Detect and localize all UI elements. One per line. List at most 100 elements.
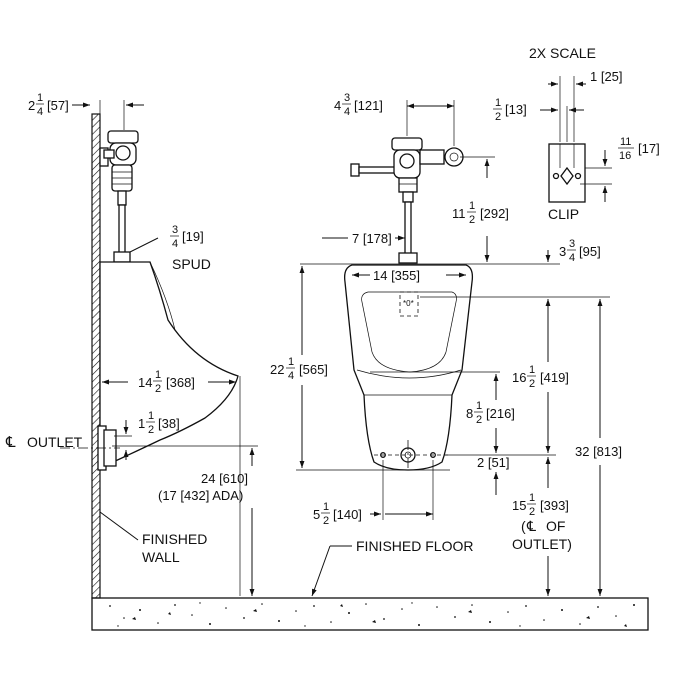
cl-of-outlet: OUTLET): [512, 536, 572, 552]
front-flush-valve: [350, 137, 464, 264]
dim-num: 1: [529, 492, 535, 504]
dim-metric: [140]: [333, 507, 362, 522]
dim-num: 1: [288, 356, 294, 368]
dim-metric: [368]: [166, 375, 195, 390]
dim-den: 2: [476, 414, 482, 426]
dim-den: 4: [569, 252, 575, 264]
dim-metric: [13]: [505, 102, 527, 117]
dim-24: 24 [610]: [201, 471, 248, 486]
dim-num: 1: [155, 369, 161, 381]
dim-whole: 15: [512, 498, 526, 513]
dim-14-1-2: 14 1 2 [368]: [138, 369, 195, 395]
dim-2: 2 [51]: [477, 455, 510, 470]
dim-whole: 1: [138, 416, 145, 431]
dim-metric: [95]: [579, 244, 601, 259]
dim-num: 3: [344, 92, 350, 104]
dim-den: 2: [529, 506, 535, 518]
dim-4-3-4: 4 3 4 [121]: [334, 92, 383, 118]
dim-1-1-2: 1 1 2 [38]: [138, 410, 180, 436]
spud-label: SPUD: [172, 256, 211, 272]
dim-den: 2: [529, 378, 535, 390]
dim-metric: [292]: [480, 206, 509, 221]
dim-den: 4: [172, 238, 178, 250]
dim-11-16: 11 16 [17]: [618, 136, 660, 162]
dim-3-3-4: 3 3 4 [95]: [559, 238, 601, 264]
dim-num: 1: [495, 97, 501, 109]
dim-den: 4: [37, 106, 43, 118]
clip-detail: [548, 143, 586, 203]
dim-14: 14 [355]: [373, 268, 420, 283]
clip-label: CLIP: [548, 206, 579, 222]
dimension-values: 2 1 4 [57] 4 3 4 [121] 1 [25] 1 2 [13] 1…: [28, 69, 660, 527]
dim-metric: [216]: [486, 406, 515, 421]
dim-den: 4: [344, 106, 350, 118]
cl-of-paren: (: [521, 518, 526, 534]
scale-label: 2X SCALE: [529, 45, 596, 61]
cl-of-outlet-note: ( ℄ OF OUTLET): [512, 518, 572, 552]
dim-whole: 16: [512, 370, 526, 385]
finished-wall-label-2: WALL: [142, 549, 180, 565]
dim-5-1-2: 5 1 2 [140]: [313, 501, 362, 527]
dim-num: 1: [476, 400, 482, 412]
dim-num: 1: [37, 92, 43, 104]
dim-whole: 4: [334, 98, 341, 113]
cl-of-word: OF: [546, 518, 565, 534]
dim-metric: [19]: [182, 229, 204, 244]
dim-whole: 8: [466, 406, 473, 421]
dim-den: 2: [148, 424, 154, 436]
dim-8-1-2: 8 1 2 [216]: [466, 400, 515, 426]
dim-num: 11: [620, 136, 631, 148]
dim-den: 4: [288, 370, 294, 382]
dim-metric: [419]: [540, 370, 569, 385]
dim-den: 2: [495, 111, 501, 123]
dim-metric: [57]: [47, 98, 69, 113]
cl-symbol: ℄: [5, 434, 16, 451]
dim-den: 2: [469, 214, 475, 226]
dim-num: 1: [148, 410, 154, 422]
labels: 2X SCALE CLIP SPUD ℄ OUTLET FINISHED WAL…: [5, 45, 596, 565]
dim-1: 1 [25]: [590, 69, 623, 84]
dim-metric: [121]: [354, 98, 383, 113]
dim-num: 1: [323, 501, 329, 513]
svg-text:*0*: *0*: [403, 299, 414, 308]
finished-wall-label-1: FINISHED: [142, 531, 207, 547]
front-urinal-body: *0*: [344, 264, 474, 471]
dim-num: 1: [529, 364, 535, 376]
dim-11-1-2: 11 1 2 [292]: [452, 200, 509, 226]
dim-whole: 22: [270, 362, 284, 377]
finished-floor-label: FINISHED FLOOR: [356, 538, 473, 554]
outlet-label: OUTLET: [27, 434, 83, 450]
dim-32: 32 [813]: [575, 444, 622, 459]
cl-of-symbol: ℄: [526, 518, 536, 534]
dim-metric: [17]: [638, 141, 660, 156]
dim-den: 16: [619, 150, 631, 162]
floor-concrete-speckle: [109, 602, 635, 627]
dim-24-ada: (17 [432] ADA): [158, 488, 243, 503]
finished-floor-slab: [91, 597, 649, 631]
dim-7: 7 [178]: [352, 231, 392, 246]
outlet-callout: ℄ OUTLET: [5, 434, 83, 451]
dim-whole: 11: [452, 206, 466, 221]
finished-wall: [91, 113, 101, 599]
dim-15-1-2: 15 1 2 [393]: [512, 492, 569, 518]
dim-2-1-4: 2 1 4 [57]: [28, 92, 69, 118]
dim-3-4: 3 4 [19]: [170, 224, 204, 250]
dim-metric: [38]: [158, 416, 180, 431]
side-urinal-body: [97, 261, 239, 471]
dim-num: 3: [172, 224, 178, 236]
dimension-lines: [60, 76, 612, 597]
dim-1-2: 1 2 [13]: [493, 97, 527, 123]
dim-22-1-4: 22 1 4 [565]: [270, 356, 328, 382]
dim-den: 2: [323, 515, 329, 527]
side-flush-valve: [99, 130, 139, 263]
dim-den: 2: [155, 383, 161, 395]
dim-whole: 14: [138, 375, 152, 390]
dim-whole: 5: [313, 507, 320, 522]
dim-metric: [565]: [299, 362, 328, 377]
dim-whole: 3: [559, 244, 566, 259]
dim-whole: 2: [28, 98, 35, 113]
dim-metric: [393]: [540, 498, 569, 513]
dim-16-1-2: 16 1 2 [419]: [512, 364, 569, 390]
dim-num: 3: [569, 238, 575, 250]
